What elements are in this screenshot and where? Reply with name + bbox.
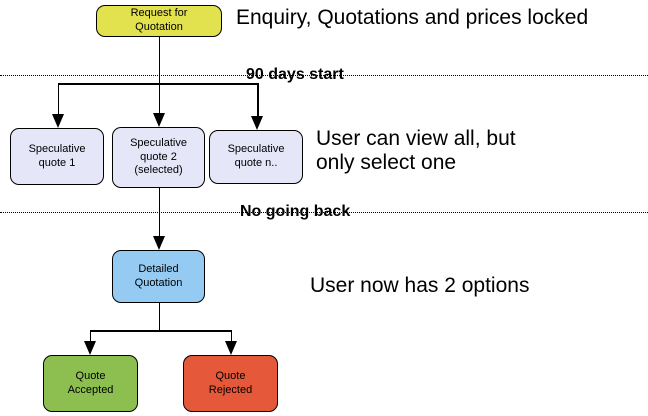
connector-drop-accepted — [89, 330, 91, 343]
arrowhead-spec2 — [152, 113, 165, 127]
arrowhead-detailed — [152, 236, 165, 250]
node-detailed-quotation: Detailed Quotation — [112, 250, 205, 303]
connector-drop-specn — [257, 83, 259, 117]
connector-detailed-down — [158, 303, 160, 331]
divider-line-90-days — [0, 75, 648, 76]
connector-drop-spec1 — [57, 83, 59, 115]
connector-spec2-detailed — [158, 188, 160, 237]
node-speculative-quote-n: Speculative quote n.. — [209, 130, 303, 184]
connector-branch-bottom — [90, 330, 232, 332]
node-speculative-quote-2: Speculative quote 2 (selected) — [112, 127, 205, 188]
connector-drop-spec2 — [158, 83, 160, 114]
node-quote-accepted: Quote Accepted — [43, 355, 138, 412]
annotation-user-two-options: User now has 2 options — [310, 274, 530, 297]
node-speculative-quote-1: Speculative quote 1 — [10, 128, 104, 185]
arrowhead-specn — [251, 116, 263, 130]
divider-label-no-going-back: No going back — [240, 203, 351, 220]
connector-drop-rejected — [230, 330, 232, 343]
arrowhead-accepted — [83, 341, 96, 355]
arrowhead-spec1 — [51, 114, 64, 128]
divider-label-90-days-start: 90 days start — [246, 66, 344, 83]
divider-line-no-going-back — [0, 212, 648, 213]
node-quote-rejected: Quote Rejected — [183, 355, 278, 412]
connector-rfq-down — [158, 37, 160, 84]
arrowhead-rejected — [224, 341, 237, 355]
node-request-for-quotation: Request for Quotation — [96, 5, 222, 37]
annotation-user-can-view-all: User can view all, but only select one — [316, 127, 516, 175]
annotation-enquiry-quotations-locked: Enquiry, Quotations and prices locked — [236, 6, 589, 29]
